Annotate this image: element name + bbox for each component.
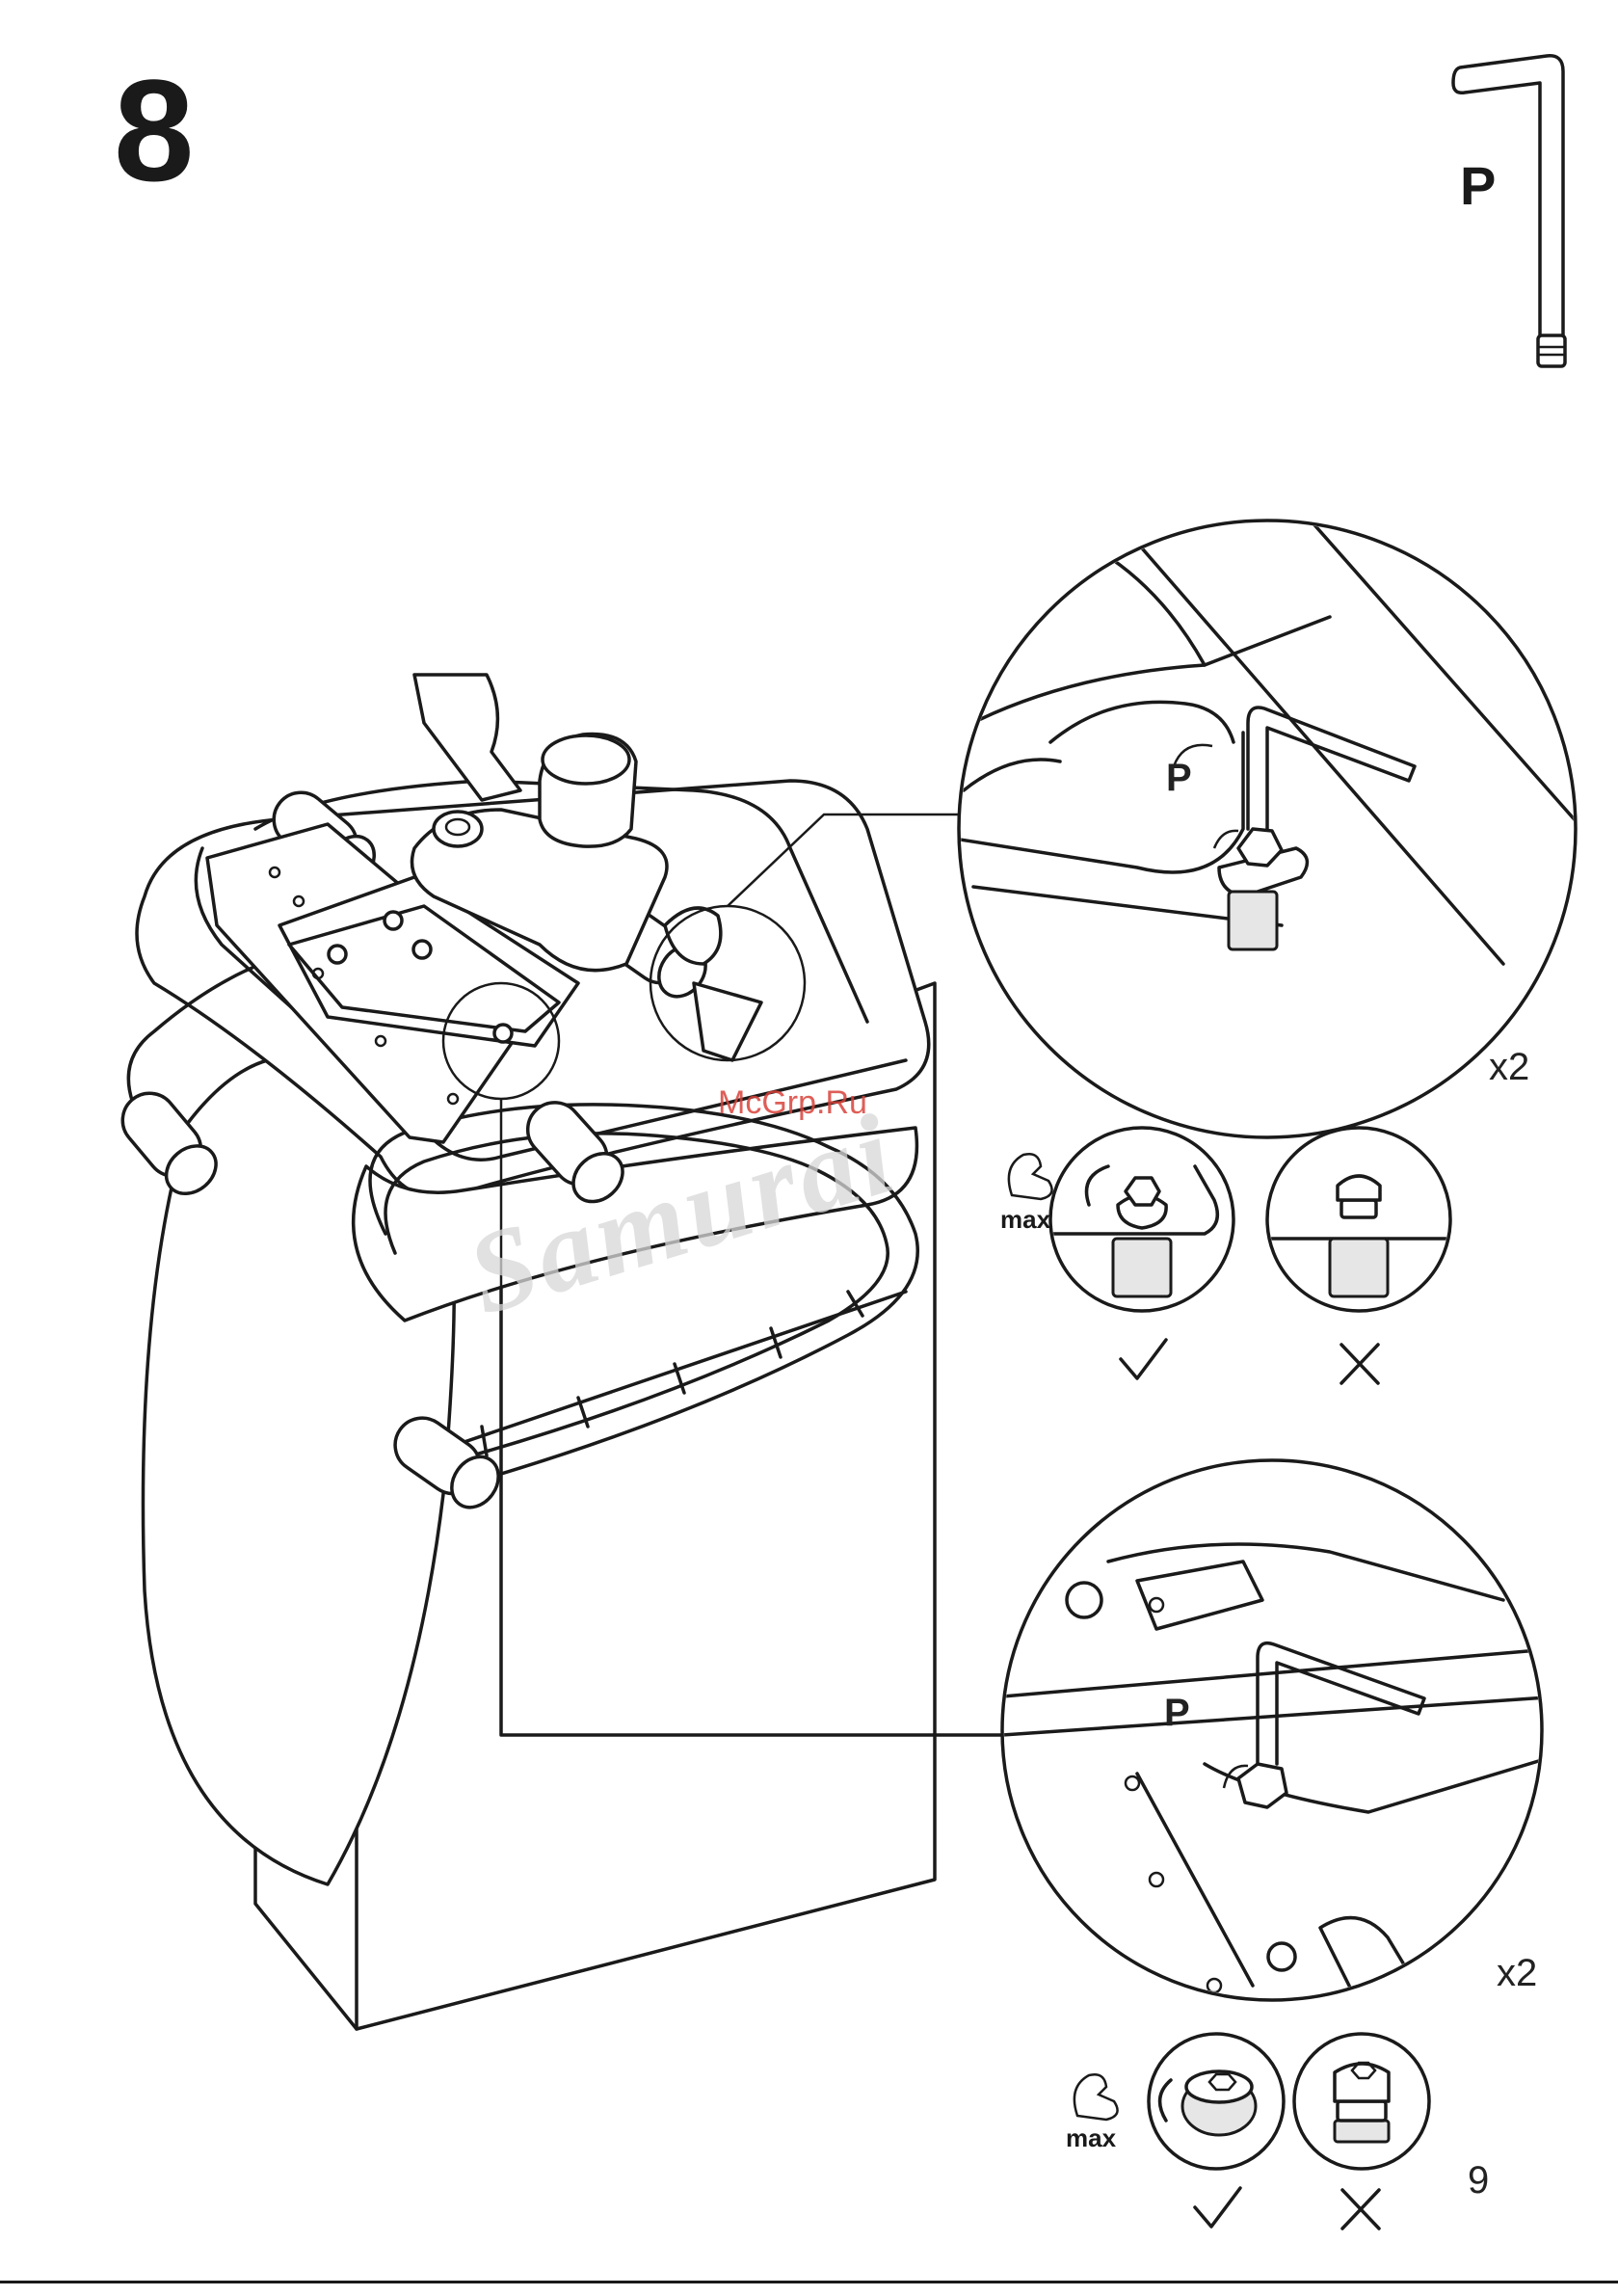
strong-arm-icon-bottom <box>1074 2074 1118 2120</box>
detail-top-tool-label: P <box>1166 757 1192 800</box>
cross-icon <box>1341 1345 1378 1383</box>
cross-icon-bottom <box>1342 2190 1379 2229</box>
quantity-bottom: x2 <box>1497 1952 1537 1995</box>
detail-circle-top <box>954 521 1600 1137</box>
tool-label: P <box>1460 154 1496 217</box>
torque-check-bottom <box>1074 2034 1429 2229</box>
checkmark-icon <box>1121 1340 1166 1378</box>
detail-bottom-tool-label: P <box>1164 1692 1190 1735</box>
bottom-rule <box>0 2281 1618 2283</box>
checkmark-icon-bottom <box>1195 2188 1240 2227</box>
strong-arm-icon <box>1009 1154 1052 1199</box>
detail-circle-bottom <box>1002 1460 1561 2005</box>
max-torque-label-bottom: max <box>1066 2123 1116 2153</box>
quantity-top: x2 <box>1489 1046 1529 1089</box>
torque-check-top <box>1009 1128 1450 1383</box>
max-torque-label-top: max <box>1000 1205 1050 1235</box>
page-number: 9 <box>1468 2159 1489 2203</box>
